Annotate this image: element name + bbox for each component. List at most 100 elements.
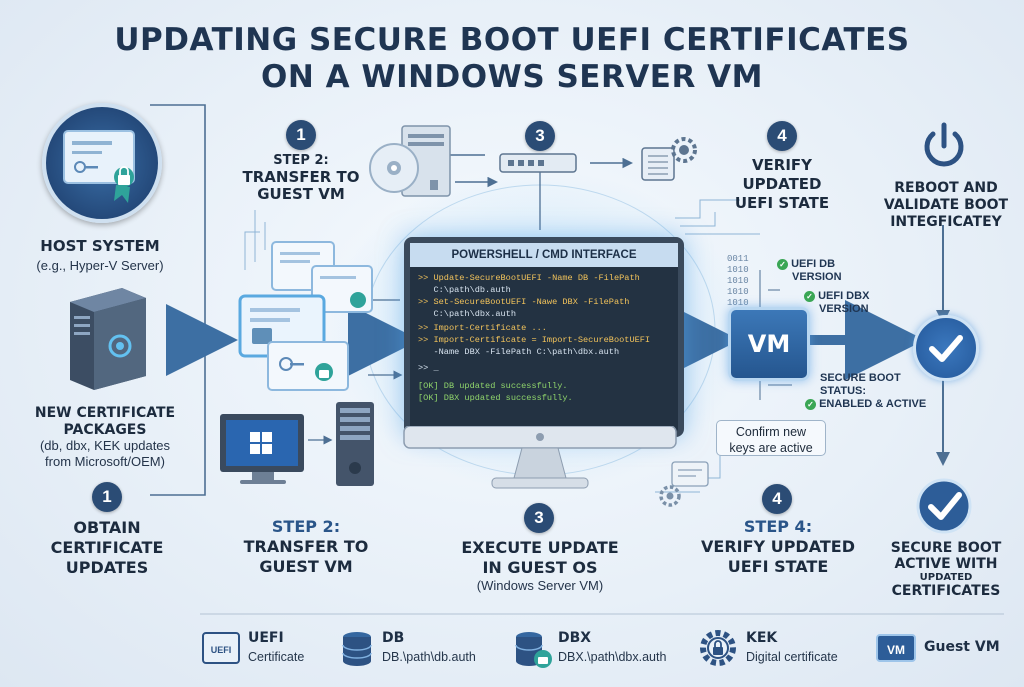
- disc-server-icon: [369, 125, 451, 197]
- packages-subtitle: (db, dbx, KEK updates from Microsoft/OEM…: [0, 438, 210, 470]
- terminal-ok-line: [OK] DB updated successfully.: [418, 381, 568, 391]
- step-top-1-line-3: GUEST VM: [257, 185, 345, 203]
- binary-line: 1010: [727, 276, 749, 286]
- host-subtitle: (e.g., Hyper-V Server): [36, 258, 164, 273]
- status-dbx: ✓ UEFI DBX VERSION: [804, 290, 869, 316]
- status-sb-line-1: SECURE BOOT: [820, 372, 901, 384]
- check-icon: ✓: [777, 258, 788, 270]
- reboot-line-1: REBOOT AND: [894, 180, 998, 196]
- terminal-line: >> _: [418, 363, 439, 373]
- step-4-line-1: STEP 4:: [743, 517, 813, 536]
- legend: UEFI UEFI Certificate DB DB.\path\db.aut…: [200, 626, 1004, 676]
- step-4-badge: 4: [762, 484, 792, 514]
- host-title: HOST SYSTEM: [40, 237, 160, 255]
- binary-line: 1010: [727, 287, 749, 297]
- chip-gear-icon: [641, 137, 697, 181]
- terminal-line: >> Set-SecureBootUEFI -Nawe DBX -FilePat…: [418, 297, 630, 307]
- step-top-1-line-1: STEP 2:: [273, 153, 329, 168]
- step-3-line-1: EXECUTE UPDATE: [461, 538, 619, 557]
- check-icon: ✓: [805, 398, 816, 410]
- legend-kek-title: KEK: [746, 630, 778, 646]
- monitor-stand: [403, 426, 677, 489]
- document-gear-icon: [659, 461, 709, 507]
- step-1-line-2: CERTIFICATE: [50, 538, 164, 557]
- certificate-stack-icon: [238, 241, 373, 391]
- gear-lock-icon: [700, 630, 736, 666]
- legend-uefi-title: UEFI: [248, 630, 284, 646]
- server-tower-small-icon: [336, 402, 374, 486]
- host-certificate-badge: [42, 103, 162, 223]
- step-top-4-line-3: UEFI STATE: [734, 194, 830, 212]
- uefi-chip-icon: UEFI: [202, 632, 240, 664]
- status-secure-boot: SECURE BOOT STATUS: ✓ ENABLED & ACTIVE: [805, 372, 926, 411]
- reboot-line-3: INTEGFICATEY: [890, 214, 1002, 230]
- server-icon: [70, 288, 146, 390]
- step-top-4-caption: VERIFY UPDATED UEFI STATE: [716, 156, 848, 213]
- packages-title-2: PACKAGES: [63, 422, 147, 438]
- status-dbx-label: UEFI DBX: [818, 290, 870, 302]
- terminal-window: POWERSHELL / CMD INTERFACE >> Update-Sec…: [404, 237, 684, 437]
- terminal-line: C:\path\db.auth: [418, 285, 511, 295]
- step-top-4-line-1: VERIFY: [751, 156, 813, 174]
- step-1-line-1: OBTAIN: [73, 518, 141, 537]
- status-dbx-label-2: VERSION: [819, 303, 869, 315]
- status-db-label-2: VERSION: [792, 271, 842, 283]
- reboot-caption: REBOOT AND VALIDATE BOOT INTEGFICATEY: [868, 180, 1024, 231]
- vm-icon: VM: [876, 634, 916, 662]
- packages-sub-2: from Microsoft/OEM): [45, 454, 165, 469]
- check-circle-icon: [913, 315, 979, 381]
- terminal-line: -Name DBX -FilePath C:\path\dbx.auth: [418, 347, 620, 357]
- step-top-1-caption: STEP 2: TRANSFER TO GUEST VM: [226, 152, 376, 203]
- page-title: UPDATING SECURE BOOT UEFI CERTIFICATES O…: [0, 22, 1024, 96]
- step-2-caption: STEP 2: TRANSFER TO GUEST VM: [226, 517, 386, 577]
- certificate-icon: [63, 130, 135, 203]
- step-top-4-badge: 4: [767, 121, 797, 151]
- final-line-2: ACTIVE WITH: [894, 556, 998, 572]
- legend-dbx-sub: DBX.\path\dbx.auth: [558, 650, 667, 664]
- step-top-3-badge: 3: [525, 121, 555, 151]
- step-3-caption: EXECUTE UPDATE IN GUEST OS: [420, 538, 660, 578]
- binary-line: 1010: [727, 265, 749, 275]
- step-top-4-line-2: UPDATED: [742, 175, 822, 193]
- packages-sub-1: (db, dbx, KEK updates: [39, 438, 171, 453]
- final-line-4: CERTIFICATES: [891, 583, 1001, 599]
- packages-title: NEW CERTIFICATE PACKAGES: [0, 405, 210, 439]
- confirm-line-2: keys are active: [729, 441, 813, 455]
- legend-db-title: DB: [382, 630, 405, 646]
- title-line-2: ON A WINDOWS SERVER VM: [261, 59, 763, 95]
- check-icon: ✓: [804, 290, 815, 302]
- legend-vm-title: Guest VM: [924, 639, 1000, 655]
- final-line-1: SECURE BOOT: [890, 540, 1002, 556]
- step-top-1-badge: 1: [286, 120, 316, 150]
- status-sb-line-3: ENABLED & ACTIVE: [819, 398, 927, 410]
- database-lock-icon: [515, 632, 552, 668]
- reboot-line-2: VALIDATE BOOT: [883, 197, 1009, 213]
- binary-line: 0011: [727, 254, 749, 264]
- vm-label: VM: [747, 330, 791, 358]
- step-3-sub: (Windows Server VM): [476, 578, 604, 593]
- terminal-line: >> Import-Certificate ...: [418, 323, 547, 333]
- step-4-line-3: UEFI STATE: [727, 557, 829, 576]
- database-icon: [342, 632, 372, 666]
- vm-badge: VM: [728, 307, 810, 381]
- step-2-line-1: STEP 2:: [271, 517, 341, 536]
- legend-db-sub: DB.\path\db.auth: [382, 650, 476, 664]
- status-db-label: UEFI DB: [791, 258, 836, 270]
- status-db: ✓ UEFI DB VERSION: [777, 258, 842, 284]
- final-line-3: UPDATED: [919, 572, 973, 583]
- confirm-line-1: Confirm new: [735, 425, 807, 439]
- binary-line: 1010: [727, 298, 749, 308]
- step-3-badge: 3: [524, 503, 554, 533]
- step-2-line-3: GUEST VM: [259, 557, 353, 576]
- step-2-line-2: TRANSFER TO: [243, 537, 369, 556]
- terminal-line: >> Import-Certificate = Import-SecureBoo…: [418, 335, 651, 345]
- step-1-badge-bottom: 1: [92, 482, 122, 512]
- legend-uefi-sub: Certificate: [248, 650, 305, 664]
- terminal-line: >> Update-SecureBootUEFI -Name DB -FileP…: [418, 273, 640, 283]
- final-caption: SECURE BOOT ACTIVE WITH UPDATED CERTIFIC…: [868, 540, 1024, 599]
- step-1-line-3: UPDATES: [65, 558, 149, 577]
- windows-pc-icon: [220, 414, 304, 484]
- step-4-line-2: VERIFY UPDATED: [701, 537, 855, 556]
- terminal-line: C:\path\dbx.auth: [418, 309, 516, 319]
- title-line-1: UPDATING SECURE BOOT UEFI CERTIFICATES: [114, 22, 910, 58]
